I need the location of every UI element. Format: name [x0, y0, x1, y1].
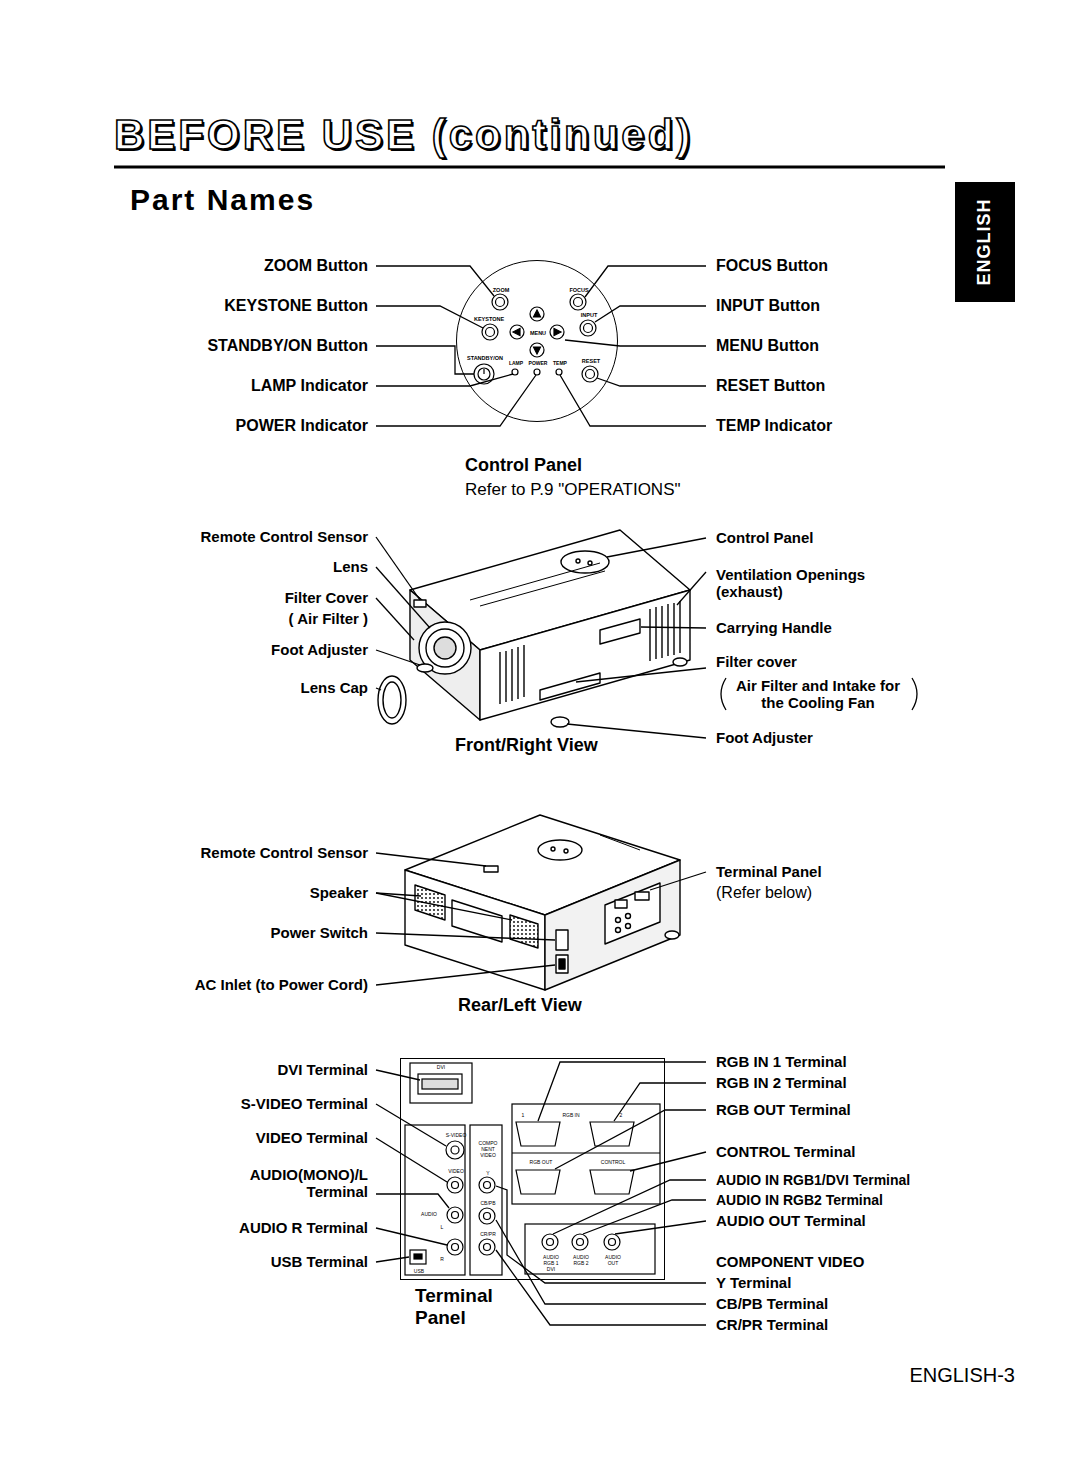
callout-label: Remote Control Sensor — [200, 528, 368, 545]
node-text: R — [440, 1256, 444, 1262]
leader-lines — [376, 537, 917, 738]
view-caption: Rear/Left View — [458, 995, 582, 1016]
node-text: LAMP — [509, 360, 523, 366]
leader-lines — [376, 266, 706, 426]
node-text: ZOOM — [493, 287, 510, 294]
node-text: AUDIO — [605, 1254, 621, 1260]
view-caption: Control Panel — [465, 455, 582, 476]
callout-label: Control Panel — [716, 529, 814, 546]
node-text: S-VIDEO — [446, 1132, 467, 1138]
callout-label: COMPONENT VIDEO — [716, 1253, 864, 1270]
projector-rear-left — [405, 815, 680, 990]
callout-label: Terminal Panel — [716, 863, 822, 880]
callout-label: AUDIO(MONO)/L Terminal — [198, 1166, 368, 1201]
callout-label: USB Terminal — [271, 1253, 368, 1270]
callout-label: AUDIO R Terminal — [239, 1219, 368, 1236]
callout-label: Filter cover — [716, 653, 797, 670]
page-number: ENGLISH-3 — [909, 1364, 1015, 1387]
callout-label: AUDIO IN RGB2 Terminal — [716, 1192, 883, 1208]
callout-label: RGB IN 2 Terminal — [716, 1074, 847, 1091]
callout-label: CR/PR Terminal — [716, 1316, 828, 1333]
callout-label: Ventilation Openings (exhaust) — [716, 566, 916, 601]
node-text: USB — [414, 1268, 424, 1274]
callout-label: Carrying Handle — [716, 619, 832, 636]
node-text: AUDIO — [421, 1211, 437, 1217]
callout-label: ZOOM Button — [264, 257, 368, 275]
callout-label: FOCUS Button — [716, 257, 828, 275]
control-panel: ZOOM FOCUS KEYSTONE INPUT MENU STANDBY/ON LAMP… — [456, 260, 618, 422]
node-text: RGB OUT — [530, 1159, 553, 1165]
callout-label: Foot Adjuster — [716, 729, 813, 746]
callout-label: Y Terminal — [716, 1274, 791, 1291]
page-title: BEFORE USE (continued) — [114, 110, 693, 160]
projector-front-right — [378, 530, 690, 727]
callout-label: DVI Terminal — [277, 1061, 368, 1078]
node-text: POWER — [529, 360, 548, 366]
node-text: DVI — [437, 1064, 445, 1070]
node-text: L — [441, 1224, 444, 1230]
callout-label: RGB OUT Terminal — [716, 1101, 851, 1118]
node-text: RESET — [582, 358, 600, 365]
callout-label: Air Filter and Intake for the Cooling Fa… — [726, 677, 911, 712]
node-text: ENGLISH — [974, 198, 996, 285]
terminal-panel-art — [405, 1063, 660, 1275]
node-text: CB/PB — [480, 1200, 495, 1206]
node-text: OUT — [608, 1260, 619, 1266]
language-tab: ENGLISH — [955, 182, 1015, 302]
leader-lines — [376, 853, 706, 985]
node-text: 1 — [522, 1112, 525, 1118]
node-text: MENU — [530, 330, 546, 337]
callout-label: POWER Indicator — [236, 417, 368, 435]
node-text: KEYSTONE — [474, 316, 504, 323]
callout-label: INPUT Button — [716, 297, 820, 315]
callout-label: AC Inlet (to Power Cord) — [195, 976, 368, 993]
terminal-panel: DVI S-VIDEO COMPO NENT VIDEO 1 RGB IN 2VIDEO Y… — [400, 1058, 665, 1280]
callout-label: Foot Adjuster — [271, 641, 368, 658]
reference-note: Refer to P.9 "OPERATIONS" — [465, 480, 681, 500]
callout-label: ( Air Filter ) — [289, 610, 368, 627]
callout-label: RGB IN 1 Terminal — [716, 1053, 847, 1070]
node-text: CONTROL — [601, 1159, 625, 1165]
view-caption: Terminal Panel — [415, 1285, 515, 1329]
callout-label: Filter Cover — [285, 589, 368, 606]
node-text: VIDEO — [448, 1168, 464, 1174]
node-text: CR/PR — [480, 1231, 496, 1237]
callout-label: Lens Cap — [300, 679, 368, 696]
node-text: RGB 2 — [573, 1260, 588, 1266]
callout-label: Speaker — [310, 884, 368, 901]
callout-label: TEMP Indicator — [716, 417, 832, 435]
node-text: RGB 1 — [543, 1260, 558, 1266]
control-panel-buttons — [474, 294, 598, 384]
callout-label: Lens — [333, 558, 368, 575]
view-caption: Front/Right View — [455, 735, 598, 756]
callout-label: LAMP Indicator — [251, 377, 368, 395]
node-text: FOCUS — [569, 287, 588, 294]
node-text: COMPO NENT VIDEO — [476, 1140, 500, 1158]
callout-label: CONTROL Terminal — [716, 1143, 855, 1160]
callout-label: AUDIO OUT Terminal — [716, 1212, 866, 1229]
node-text: STANDBY/ON — [467, 355, 503, 362]
node-text: Y — [486, 1170, 489, 1176]
callout-label: MENU Button — [716, 337, 819, 355]
node-text: TEMP — [553, 360, 567, 366]
title-rule — [114, 167, 945, 168]
callout-label: S-VIDEO Terminal — [241, 1095, 368, 1112]
callout-label: RESET Button — [716, 377, 825, 395]
callout-label: AUDIO IN RGB1/DVI Terminal — [716, 1172, 910, 1188]
callout-label: Power Switch — [270, 924, 368, 941]
node-text: RGB IN — [562, 1112, 579, 1118]
node-text: 2 — [620, 1112, 623, 1118]
node-text: AUDIO — [543, 1254, 559, 1260]
section-heading: Part Names — [130, 183, 315, 218]
callout-label: Remote Control Sensor — [200, 844, 368, 861]
node-text: INPUT — [581, 312, 598, 319]
callout-label: CB/PB Terminal — [716, 1295, 828, 1312]
node-text: AUDIO — [573, 1254, 589, 1260]
reference-note: (Refer below) — [716, 884, 812, 902]
callout-label: STANDBY/ON Button — [207, 337, 368, 355]
callout-label: VIDEO Terminal — [256, 1129, 368, 1146]
node-text: DVI — [547, 1266, 555, 1272]
callout-label: KEYSTONE Button — [224, 297, 368, 315]
